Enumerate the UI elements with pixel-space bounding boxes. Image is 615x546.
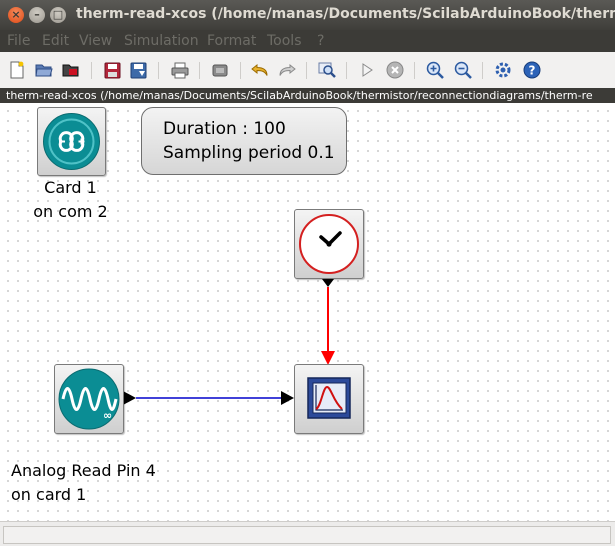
toolbar-separator [346,62,347,79]
fit-diagram-icon[interactable] [317,60,337,80]
menu-edit[interactable]: Edit [42,33,70,49]
window-title: therm-read-xcos (/home/manas/Documents/S… [76,6,615,22]
toolbar-separator [199,62,200,79]
diagram-path-bar: therm-read-xcos (/home/manas/Documents/S… [0,88,615,103]
menu-format[interactable]: Format [207,33,257,49]
clock-icon [299,214,359,274]
toolbar-separator [414,62,415,79]
diagram-links [123,279,335,405]
menu-bar: File Edit View Simulation Format Tools ? [0,30,615,52]
save-icon[interactable] [102,60,122,80]
stop-icon[interactable] [385,60,405,80]
analog-read-block[interactable]: ∞ [54,364,124,434]
duration-text: Duration : 100 [163,119,286,139]
arduino-logo-icon [43,113,100,170]
maximize-window-button[interactable]: □ [50,7,66,23]
menu-file[interactable]: File [7,33,31,49]
menu-view[interactable]: View [79,33,113,49]
help-icon[interactable]: ? [522,60,542,80]
toolbar: ? [0,52,615,89]
redo-icon[interactable] [277,60,297,80]
delete-icon[interactable] [210,60,230,80]
sampling-period-text: Sampling period 0.1 [163,143,335,163]
analog-wave-icon: ∞ [58,368,120,430]
card-block-label-line2: on com 2 [33,202,108,221]
save-as-icon[interactable] [129,60,149,80]
svg-text:?: ? [529,64,536,78]
print-icon[interactable] [170,60,190,80]
analog-block-label-line1: Analog Read Pin 4 [11,461,156,480]
open-icon[interactable] [34,60,54,80]
scope-block[interactable] [294,364,364,434]
toolbar-separator [240,62,241,79]
close-window-button[interactable]: × [8,7,24,23]
simulation-info-box[interactable]: Duration : 100 Sampling period 0.1 [141,107,347,175]
status-field [3,526,611,544]
clock-block[interactable] [294,209,364,279]
new-diagram-icon[interactable] [7,60,27,80]
diagram-path: therm-read-xcos (/home/manas/Documents/S… [6,89,593,102]
toolbar-separator [91,62,92,79]
analog-logo-text: ∞ [103,409,112,422]
menu-help[interactable]: ? [317,33,325,49]
undo-icon[interactable] [250,60,270,80]
arduino-setup-block[interactable] [37,107,106,176]
activation-link[interactable] [321,279,335,365]
analog-block-label-line2: on card 1 [11,485,87,504]
zoom-in-icon[interactable] [425,60,445,80]
start-icon[interactable] [357,60,377,80]
title-bar: × – □ therm-read-xcos (/home/manas/Docum… [0,0,615,30]
diagram-canvas[interactable]: Card 1 on com 2 Duration : 100 Sampling … [0,103,615,521]
xcos-demos-icon[interactable] [493,60,513,80]
toolbar-separator [306,62,307,79]
toolbar-separator [158,62,159,79]
zoom-out-icon[interactable] [453,60,473,80]
scope-icon [307,377,351,419]
menu-tools[interactable]: Tools [267,33,302,49]
toolbar-separator [482,62,483,79]
card-block-label-line1: Card 1 [44,178,97,197]
minimize-window-button[interactable]: – [29,7,45,23]
open-in-scilab-icon[interactable] [61,60,81,80]
data-link[interactable] [123,391,294,405]
menu-simulation[interactable]: Simulation [124,33,199,49]
status-bar [0,521,615,546]
